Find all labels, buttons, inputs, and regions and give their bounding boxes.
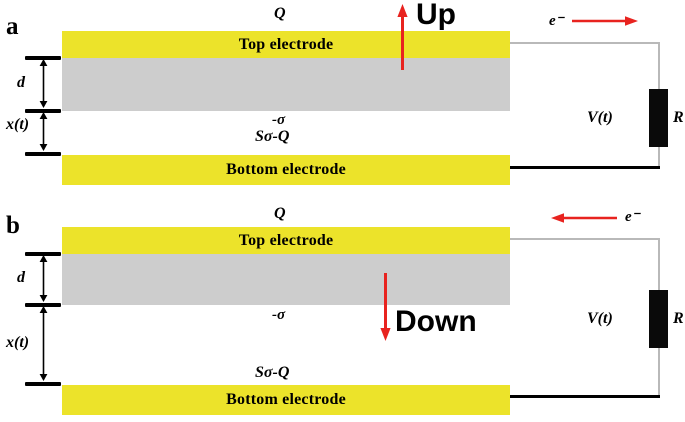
- panel-a-motion-arrow-up: [395, 4, 410, 70]
- panel-a: a Q Top electrode -σ Sσ-Q Bottom electro…: [6, 0, 684, 185]
- panel-b-top-electrode: Top electrode: [62, 227, 510, 254]
- panel-b-tick-mid: [25, 303, 61, 307]
- panel-b-top-electrode-label: Top electrode: [238, 231, 334, 249]
- panel-a-tick-top: [25, 56, 61, 60]
- panel-a-dielectric-layer: [62, 58, 510, 111]
- panel-b-voltage-label: V(t): [587, 310, 613, 327]
- panel-b-thickness-arrow: [38, 255, 49, 302]
- panel-a-top-electrode-label: Top electrode: [238, 35, 334, 53]
- panel-a-charge-top-label: Q: [274, 5, 286, 22]
- panel-b: b Q Top electrode -σ Sσ-Q Bottom electro…: [0, 205, 685, 422]
- panel-b-letter: b: [6, 212, 20, 239]
- panel-b-tick-top: [25, 252, 61, 256]
- panel-b-thickness-label: d: [17, 269, 25, 286]
- panel-b-bottom-charge-label: Sσ-Q: [255, 364, 290, 381]
- panel-a-tick-mid: [25, 109, 61, 113]
- panel-b-motion-word: Down: [395, 305, 477, 338]
- panel-b-resistor-label: R: [673, 310, 684, 327]
- panel-a-tick-bottom: [25, 152, 61, 156]
- panel-a-resistor: [649, 89, 668, 147]
- panel-a-top-electrode: Top electrode: [62, 31, 510, 58]
- panel-a-bottom-electrode-label: Bottom electrode: [226, 161, 346, 178]
- panel-b-electron-arrow-left: [551, 211, 617, 225]
- panel-b-top-wire: [510, 238, 660, 240]
- panel-a-electron-label: e⁻: [549, 13, 564, 29]
- panel-a-letter: a: [6, 13, 19, 40]
- panel-b-bottom-electrode-label: Bottom electrode: [226, 391, 346, 408]
- panel-a-electron-arrow-right: [572, 14, 638, 28]
- panel-a-gap-arrow: [38, 112, 49, 151]
- panel-a-thickness-label: d: [17, 74, 25, 91]
- panel-a-resistor-label: R: [673, 109, 684, 126]
- panel-b-tick-bottom: [25, 382, 61, 386]
- panel-a-bottom-wire: [510, 166, 660, 169]
- panel-a-thickness-arrow: [38, 59, 49, 108]
- panel-a-voltage-label: V(t): [587, 109, 613, 126]
- panel-b-electron-label: e⁻: [625, 209, 640, 225]
- panel-b-charge-top-label: Q: [274, 205, 286, 222]
- panel-b-gap-label: x(t): [6, 334, 30, 351]
- panel-b-bottom-electrode: Bottom electrode: [62, 385, 510, 415]
- panel-a-surface-charge-label: -σ: [272, 112, 286, 128]
- panel-a-gap-label: x(t): [6, 116, 30, 133]
- panel-b-surface-charge-label: -σ: [272, 307, 286, 323]
- panel-b-motion-arrow-down: [378, 273, 393, 341]
- panel-a-motion-word: Up: [416, 0, 456, 31]
- panel-b-bottom-wire: [510, 395, 660, 398]
- panel-b-resistor: [649, 290, 668, 348]
- panel-a-bottom-electrode: Bottom electrode: [62, 155, 510, 185]
- panel-b-gap-arrow: [38, 306, 49, 381]
- panel-a-top-wire: [510, 42, 660, 44]
- panel-a-bottom-charge-label: Sσ-Q: [255, 128, 290, 145]
- panel-b-dielectric-layer: [62, 254, 510, 305]
